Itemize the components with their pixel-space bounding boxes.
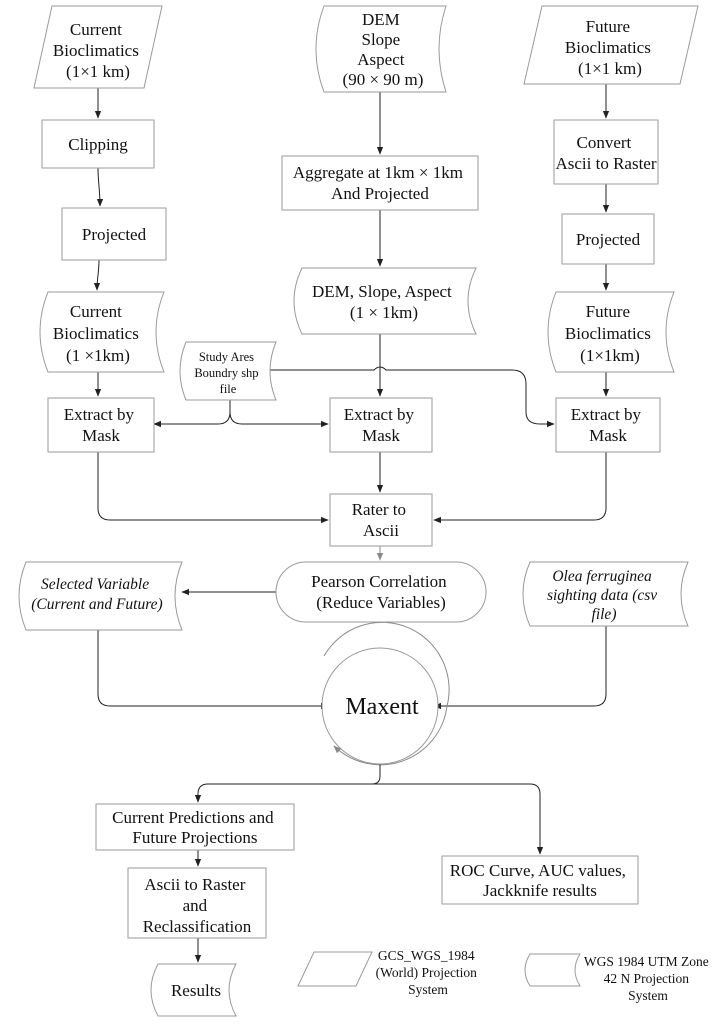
extract-by-mask-right-label: Extract by Mask xyxy=(571,405,646,445)
connectors xyxy=(93,84,610,963)
future-bioclimatics-1km xyxy=(547,291,675,373)
arrow-boundary-to-extract-right xyxy=(268,366,555,428)
aggregate-step-label: Aggregate at 1km × 1km And Projected xyxy=(293,163,467,203)
predictions-projections-output-label: Current Predictions and Future Projectio… xyxy=(112,808,278,847)
predictions-projections-output xyxy=(95,803,295,851)
arrow-projected-to-current-1km xyxy=(93,259,101,291)
extract-by-mask-mid xyxy=(329,397,433,453)
raster-to-ascii-step xyxy=(329,493,433,547)
maxent-node-label: Maxent xyxy=(345,694,419,720)
results-output xyxy=(150,963,237,1017)
projected-left-step-label: Projected xyxy=(82,225,147,244)
extract-by-mask-left-label: Extract by Mask xyxy=(64,405,139,445)
current-bioclimatics-1km xyxy=(39,291,165,373)
raster-to-ascii-step-label: Rater to Ascii xyxy=(352,500,411,540)
maxent-loop-bottom xyxy=(333,705,448,766)
future-bioclimatics-input xyxy=(523,5,699,85)
extract-by-mask-right xyxy=(555,397,661,453)
clipping-step xyxy=(41,119,155,169)
extract-by-mask-left xyxy=(47,397,155,453)
legend-utm-projection-label: WGS 1984 UTM Zone 42 N Projection System xyxy=(584,954,712,1003)
arrow-boundary-to-extract-mid xyxy=(229,411,329,428)
clipping-step-label: Clipping xyxy=(68,135,128,154)
arrow-maxent-to-roc xyxy=(372,783,544,855)
pearson-correlation-step xyxy=(275,561,487,623)
current-bioclimatics-input xyxy=(33,5,163,89)
results-output-label: Results xyxy=(171,981,221,1000)
sighting-data-input xyxy=(522,561,689,627)
selected-variable-output xyxy=(18,561,183,631)
dem-slope-aspect-1km xyxy=(293,267,477,335)
study-area-boundary-file-label: Study Ares Boundry shp file xyxy=(194,350,261,396)
current-bioclimatics-input-label: Current Bioclimatics (1×1 km) xyxy=(53,20,143,81)
arrow-selected-to-maxent xyxy=(97,630,329,710)
study-area-boundary-file xyxy=(179,341,277,401)
arrow-sighting-to-maxent xyxy=(433,626,607,710)
future-bioclimatics-input-label: Future Bioclimatics (1×1 km) xyxy=(565,17,655,78)
dem-slope-aspect-input xyxy=(315,5,447,93)
sighting-data-input-label: Olea ferruginea sighting data (csv file) xyxy=(547,568,661,623)
legend-world-projection-label: GCS_WGS_1984 (World) Projection System xyxy=(376,948,481,997)
arrow-extract-left-to-ascii xyxy=(97,452,329,524)
convert-ascii-step-label: Convert Ascii to Raster xyxy=(555,133,656,173)
legend: GCS_WGS_1984 (World) Projection System W… xyxy=(297,948,712,1003)
ascii-raster-reclassification-step-label: Ascii to Raster and Reclassification xyxy=(143,875,252,936)
future-bioclimatics-1km-label: Future Bioclimatics (1×1km) xyxy=(565,302,655,365)
dem-slope-aspect-input-label: DEM Slope Aspect (90 × 90 m) xyxy=(343,10,424,89)
maxent-loop-top xyxy=(323,621,450,707)
arrow-boundary-to-extract-left xyxy=(153,400,231,428)
pearson-correlation-step-label: Pearson Correlation (Reduce Variables) xyxy=(311,572,451,612)
aggregate-step xyxy=(281,155,479,211)
arrow-maxent-to-predictions xyxy=(194,764,381,803)
current-bioclimatics-1km-label: Current Bioclimatics (1 ×1km) xyxy=(53,302,143,365)
roc-auc-jackknife-output xyxy=(441,855,639,905)
maxent-node xyxy=(321,647,439,765)
roc-auc-jackknife-output-label: ROC Curve, AUC values, Jackknife results xyxy=(450,861,630,900)
arrow-clipping-to-projected xyxy=(96,167,104,207)
legend-curved-symbol xyxy=(524,953,581,987)
dem-slope-aspect-1km-label: DEM, Slope, Aspect (1 × 1km) xyxy=(312,282,456,322)
selected-variable-output-label: Selected Variable (Current and Future) xyxy=(31,576,162,613)
extract-by-mask-mid-label: Extract by Mask xyxy=(344,405,419,445)
projected-right-step-label: Projected xyxy=(576,230,641,249)
arrow-extract-right-to-ascii xyxy=(433,452,607,524)
ascii-raster-reclassification-step xyxy=(127,867,267,939)
legend-parallelogram-symbol xyxy=(297,951,373,987)
projected-left-step xyxy=(61,207,167,261)
projected-right-step xyxy=(561,213,655,265)
convert-ascii-step xyxy=(553,119,659,185)
